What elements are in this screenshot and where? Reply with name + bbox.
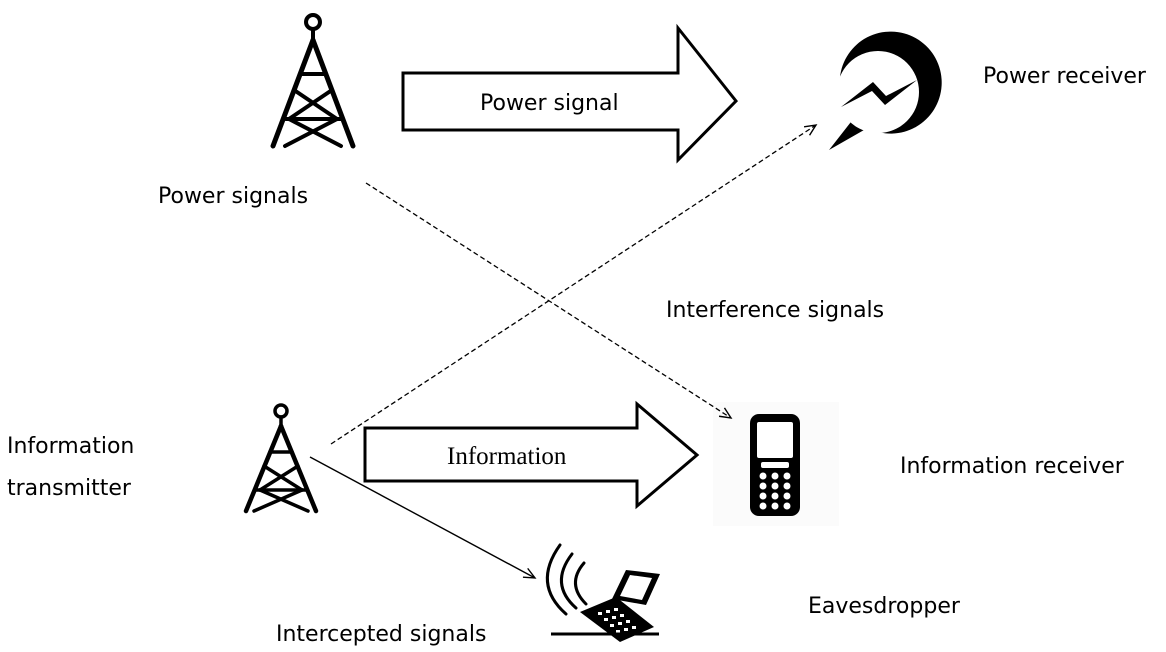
power-receiver-label: Power receiver [983, 64, 1146, 89]
information-transmitter-label-line2: transmitter [7, 476, 131, 501]
information-receiver-label: Information receiver [900, 454, 1124, 479]
intercept-line [309, 456, 537, 579]
power-receiver-icon [829, 31, 942, 151]
eavesdropper-label: Eavesdropper [808, 594, 960, 619]
information-arrow [363, 400, 700, 510]
eavesdropper-icon [546, 543, 660, 642]
interference-line-info-to-power-receiver [330, 124, 818, 445]
power-signals-label: Power signals [158, 184, 309, 209]
interference-signals-label: Interference signals [666, 298, 885, 323]
information-transmitter-label-line1: Information [7, 434, 135, 459]
info-tower-icon [243, 403, 319, 514]
power-signal-label: Power signal [480, 91, 619, 116]
intercepted-signals-label: Intercepted signals [276, 622, 487, 647]
information-arrow-label: Information [447, 443, 567, 470]
power-signal-arrow [401, 23, 738, 164]
power-tower-icon [270, 13, 356, 149]
info-receiver-icon [713, 402, 839, 526]
